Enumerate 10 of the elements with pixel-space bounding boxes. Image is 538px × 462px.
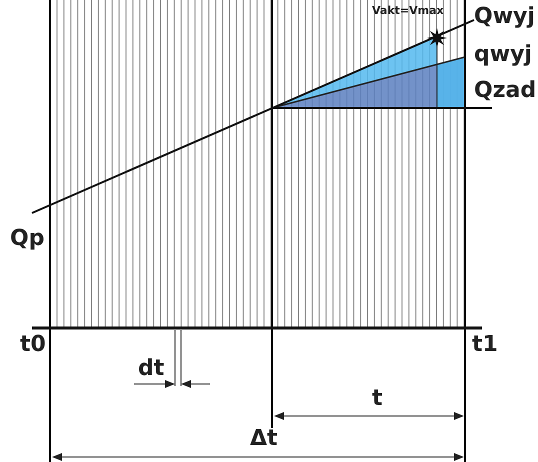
curve-label: Qp <box>10 228 44 250</box>
dimension-label: dt <box>138 358 164 380</box>
curve-label: Qwyj <box>474 6 535 28</box>
annotation: Vakt=Vmax <box>372 5 444 16</box>
dimension-label: t <box>372 388 383 410</box>
curve-label: Qzad <box>474 80 536 102</box>
dimension-label: Δt <box>250 428 278 450</box>
axis-label: t0 <box>20 334 46 356</box>
axis-label: t1 <box>472 334 498 356</box>
curve-label: qwyj <box>474 44 532 66</box>
